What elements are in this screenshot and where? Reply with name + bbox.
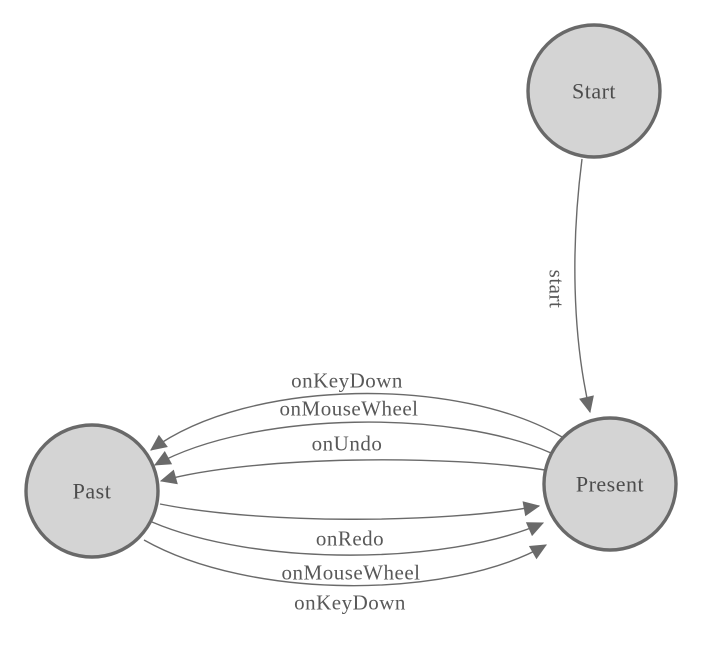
state-label: Start xyxy=(572,79,616,104)
edge-curve xyxy=(150,392,563,451)
state-circle xyxy=(24,423,160,559)
edge-label: onKeyDown xyxy=(294,590,406,614)
state-node-present: Present xyxy=(542,416,678,552)
edge-present-to-past-onkeydown: onKeyDown xyxy=(150,368,563,451)
state-label: Present xyxy=(576,472,644,497)
state-circle xyxy=(542,416,678,552)
edge-label: onMouseWheel xyxy=(282,560,421,584)
state-node-start: Start xyxy=(526,23,662,159)
edge-label: start xyxy=(545,270,569,309)
state-circle xyxy=(526,23,662,159)
state-node-past: Past xyxy=(24,423,160,559)
edge-curve xyxy=(143,539,548,587)
edge-past-to-present-onredo: onRedo xyxy=(159,501,541,550)
edge-present-to-past-onundo: onUndo xyxy=(159,431,546,485)
edge-curve xyxy=(159,501,541,520)
state-label: Past xyxy=(73,479,112,504)
edge-start-to-present: start xyxy=(545,158,594,414)
edge-label: onMouseWheel xyxy=(280,396,419,420)
edge-label: onUndo xyxy=(312,431,383,455)
edge-curve xyxy=(151,521,545,556)
edge-past-to-present-onmousewheel: onMouseWheel xyxy=(151,521,545,584)
edge-label: onKeyDown xyxy=(291,368,403,392)
edge-curve xyxy=(574,158,594,414)
edge-past-to-present-onkeydown: onKeyDown xyxy=(143,539,548,614)
edge-present-to-past-onmousewheel: onMouseWheel xyxy=(153,396,552,466)
edge-label: onRedo xyxy=(316,526,384,550)
edge-curve xyxy=(153,421,552,466)
edge-curve xyxy=(159,459,546,485)
